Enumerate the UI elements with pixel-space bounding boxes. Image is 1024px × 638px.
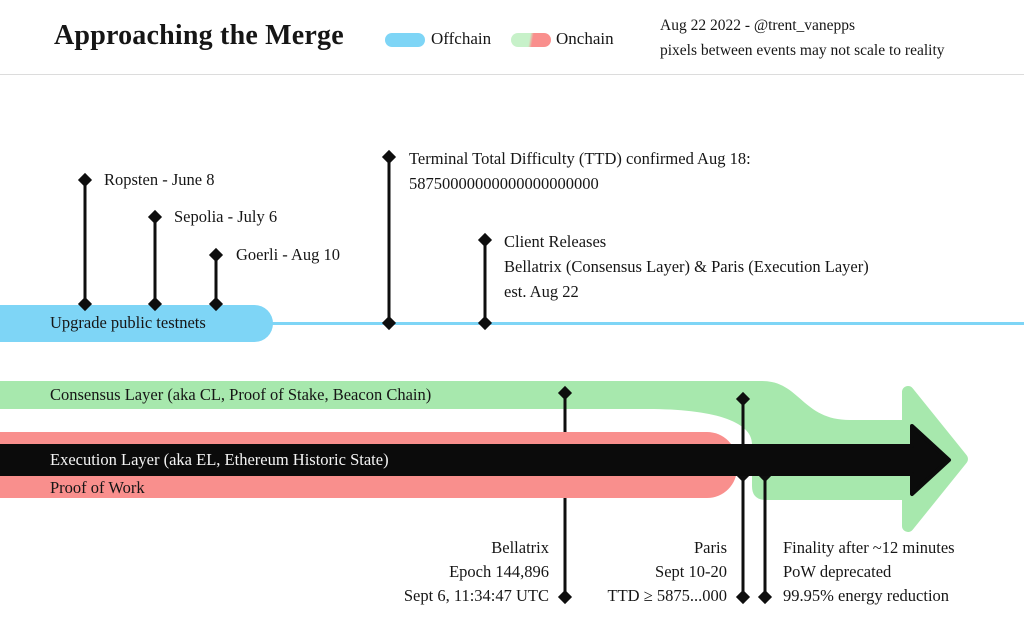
page-title: Approaching the Merge — [54, 20, 344, 51]
finality-line1: Finality after ~12 minutes — [783, 538, 955, 557]
paris-date-range: Sept 10-20 — [655, 562, 727, 581]
bellatrix-annotation: Bellatrix Epoch 144,896 Sept 6, 11:34:47… — [404, 536, 549, 608]
client-releases-top-diamond — [477, 232, 493, 248]
green-arrowhead — [902, 386, 968, 532]
offchain-legend-label: Offchain — [431, 29, 492, 48]
finality-line2: PoW deprecated — [783, 562, 892, 581]
paris-bottom-diamond — [735, 589, 751, 605]
paris-annotation: Paris Sept 10-20 TTD ≥ 5875...000 — [607, 536, 727, 608]
paris-name: Paris — [694, 538, 727, 557]
client-releases-bottom-diamond — [477, 315, 493, 331]
ttd-label-line1: Terminal Total Difficulty (TTD) confirme… — [409, 149, 751, 168]
credit-disclaimer: pixels between events may not scale to r… — [660, 42, 945, 59]
client-releases-line2: Bellatrix (Consensus Layer) & Paris (Exe… — [504, 257, 869, 276]
bellatrix-top-diamond — [557, 385, 573, 401]
ropsten-marker-line — [83, 180, 87, 304]
consensus-layer-label: Consensus Layer (aka CL, Proof of Stake,… — [50, 385, 432, 404]
goerli-marker-line — [214, 255, 218, 304]
paris-marker-line — [741, 399, 745, 597]
finality-annotation: Finality after ~12 minutes PoW deprecate… — [783, 536, 955, 608]
header-divider — [0, 74, 1024, 75]
client-releases-line1: Client Releases — [504, 232, 607, 251]
bellatrix-bottom-diamond — [557, 589, 573, 605]
goerli-top-diamond — [208, 247, 224, 263]
offchain-legend-swatch — [385, 33, 425, 47]
ttd-marker-line — [387, 157, 391, 323]
onchain-legend-swatch — [511, 33, 551, 47]
paris-top-diamond — [735, 391, 751, 407]
paris-ttd-condition: TTD ≥ 5875...000 — [607, 586, 727, 605]
sepolia-marker-line — [153, 217, 157, 304]
finality-marker-line — [763, 475, 767, 597]
client-releases-marker-line — [483, 240, 487, 323]
finality-line3: 99.95% energy reduction — [783, 586, 950, 605]
ropsten-top-diamond — [77, 172, 93, 188]
paris-mid-diamond — [735, 467, 751, 483]
bellatrix-datetime: Sept 6, 11:34:47 UTC — [403, 586, 549, 605]
sepolia-top-diamond — [147, 209, 163, 225]
ttd-bottom-diamond — [381, 315, 397, 331]
bellatrix-name: Bellatrix — [491, 538, 549, 557]
ttd-label-line2: 58750000000000000000000 — [409, 174, 599, 193]
finality-top-diamond — [757, 467, 773, 483]
finality-bottom-diamond — [757, 589, 773, 605]
execution-layer-label: Execution Layer (aka EL, Ethereum Histor… — [50, 450, 389, 469]
client-releases-label: Client Releases Bellatrix (Consensus Lay… — [504, 229, 869, 304]
credit-author: Aug 22 2022 - @trent_vanepps — [660, 17, 856, 34]
offchain-bar-label: Upgrade public testnets — [50, 313, 206, 332]
ttd-top-diamond — [381, 149, 397, 165]
sepolia-label: Sepolia - July 6 — [174, 207, 278, 226]
ttd-label: Terminal Total Difficulty (TTD) confirme… — [409, 146, 751, 196]
bellatrix-epoch: Epoch 144,896 — [449, 562, 549, 581]
onchain-legend-label: Onchain — [556, 29, 614, 48]
ropsten-label: Ropsten - June 8 — [104, 170, 215, 189]
goerli-label: Goerli - Aug 10 — [236, 245, 341, 264]
credit-note: Aug 22 2022 - @trent_vanepps pixels betw… — [660, 13, 945, 63]
offchain-timeline-line — [250, 322, 1024, 325]
offchain-bar — [0, 305, 273, 342]
client-releases-line3: est. Aug 22 — [504, 282, 579, 301]
proof-of-work-label: Proof of Work — [50, 478, 145, 497]
